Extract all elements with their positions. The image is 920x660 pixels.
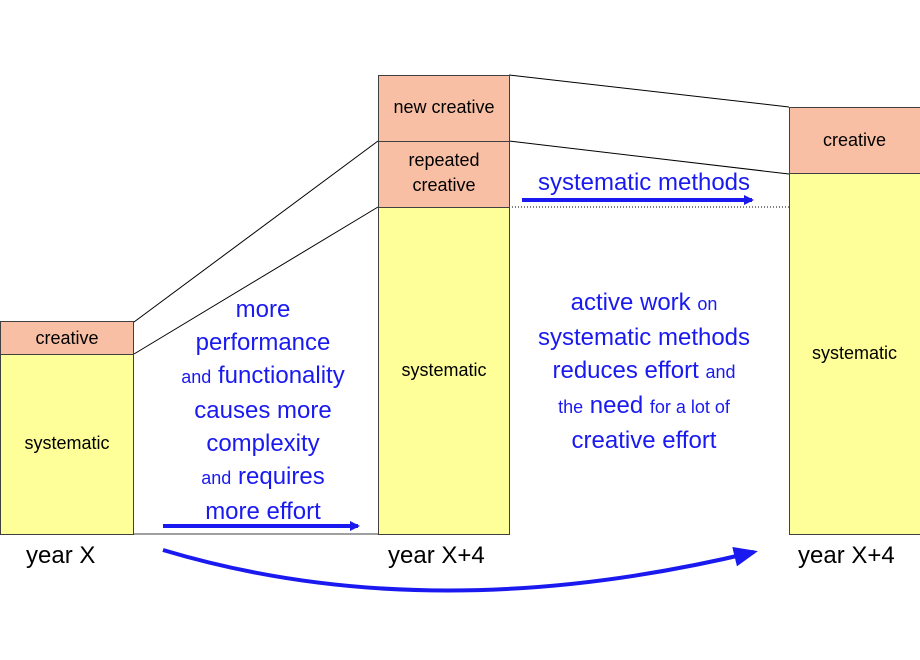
annotation-left: more performance and functionality cause… bbox=[150, 293, 376, 528]
annotation-left-line: and requires bbox=[150, 460, 376, 495]
annotation-right-word: reduces effort bbox=[552, 357, 699, 384]
col2-systematic-box bbox=[378, 207, 510, 535]
annotation-left-line: more effort bbox=[205, 498, 321, 525]
annotation-right-line: the need for a lot of bbox=[512, 389, 776, 424]
col3-creative-label: creative bbox=[822, 130, 887, 150]
annotation-left-line: complexity bbox=[206, 430, 320, 457]
col3-systematic-label: systematic bbox=[811, 343, 898, 363]
connector-line bbox=[508, 140, 790, 175]
annotation-left-line: performance bbox=[195, 329, 331, 356]
connector-line bbox=[133, 140, 379, 323]
col1-creative-box bbox=[0, 321, 134, 355]
annotation-right: active work on systematic methods reduce… bbox=[512, 286, 776, 457]
annotation-right-small: for a lot of bbox=[649, 397, 730, 417]
annotation-right-word: need bbox=[589, 392, 644, 419]
connector-line bbox=[508, 74, 790, 108]
annotation-right-line: active work on bbox=[512, 286, 776, 321]
col2-repeated-creative-box bbox=[378, 141, 510, 208]
arrow-curved bbox=[162, 546, 758, 593]
annotation-right-small: and bbox=[705, 362, 736, 382]
annotation-right-small: the bbox=[558, 397, 584, 417]
col2-new-creative-label: new creative bbox=[393, 97, 495, 117]
col2-new-creative-box bbox=[378, 75, 510, 142]
col2-repeated-label: repeated bbox=[408, 150, 480, 170]
col2-systematic-label: systematic bbox=[401, 360, 487, 380]
annotation-left-small: and bbox=[201, 468, 232, 488]
col1-year-label: year X bbox=[26, 542, 96, 569]
annotation-left-line: more bbox=[235, 296, 291, 323]
annotation-left-word: functionality bbox=[217, 362, 345, 389]
col2-repeated-creative-label: creative bbox=[412, 175, 476, 195]
annotation-right-word: active work bbox=[570, 289, 691, 316]
col1-systematic-box bbox=[0, 354, 134, 535]
annotation-right-line: systematic methods bbox=[537, 324, 751, 351]
connector-line bbox=[133, 206, 379, 355]
annotation-systematic-methods: systematic methods bbox=[537, 169, 751, 196]
annotation-left-small: and bbox=[181, 367, 212, 387]
annotation-right-line: reduces effort and bbox=[512, 354, 776, 389]
col3-systematic-box bbox=[789, 173, 920, 535]
col3-year-label: year X+4 bbox=[798, 542, 895, 569]
col1-systematic-label: systematic bbox=[24, 433, 110, 453]
col1-creative-label: creative bbox=[35, 328, 99, 348]
col2-year-label: year X+4 bbox=[388, 542, 485, 569]
annotation-left-line: and functionality bbox=[150, 359, 376, 394]
annotation-left-word: requires bbox=[238, 463, 325, 490]
annotation-left-line: causes more bbox=[194, 397, 332, 424]
annotation-right-line: creative effort bbox=[571, 427, 717, 454]
annotation-right-small: on bbox=[697, 294, 718, 314]
